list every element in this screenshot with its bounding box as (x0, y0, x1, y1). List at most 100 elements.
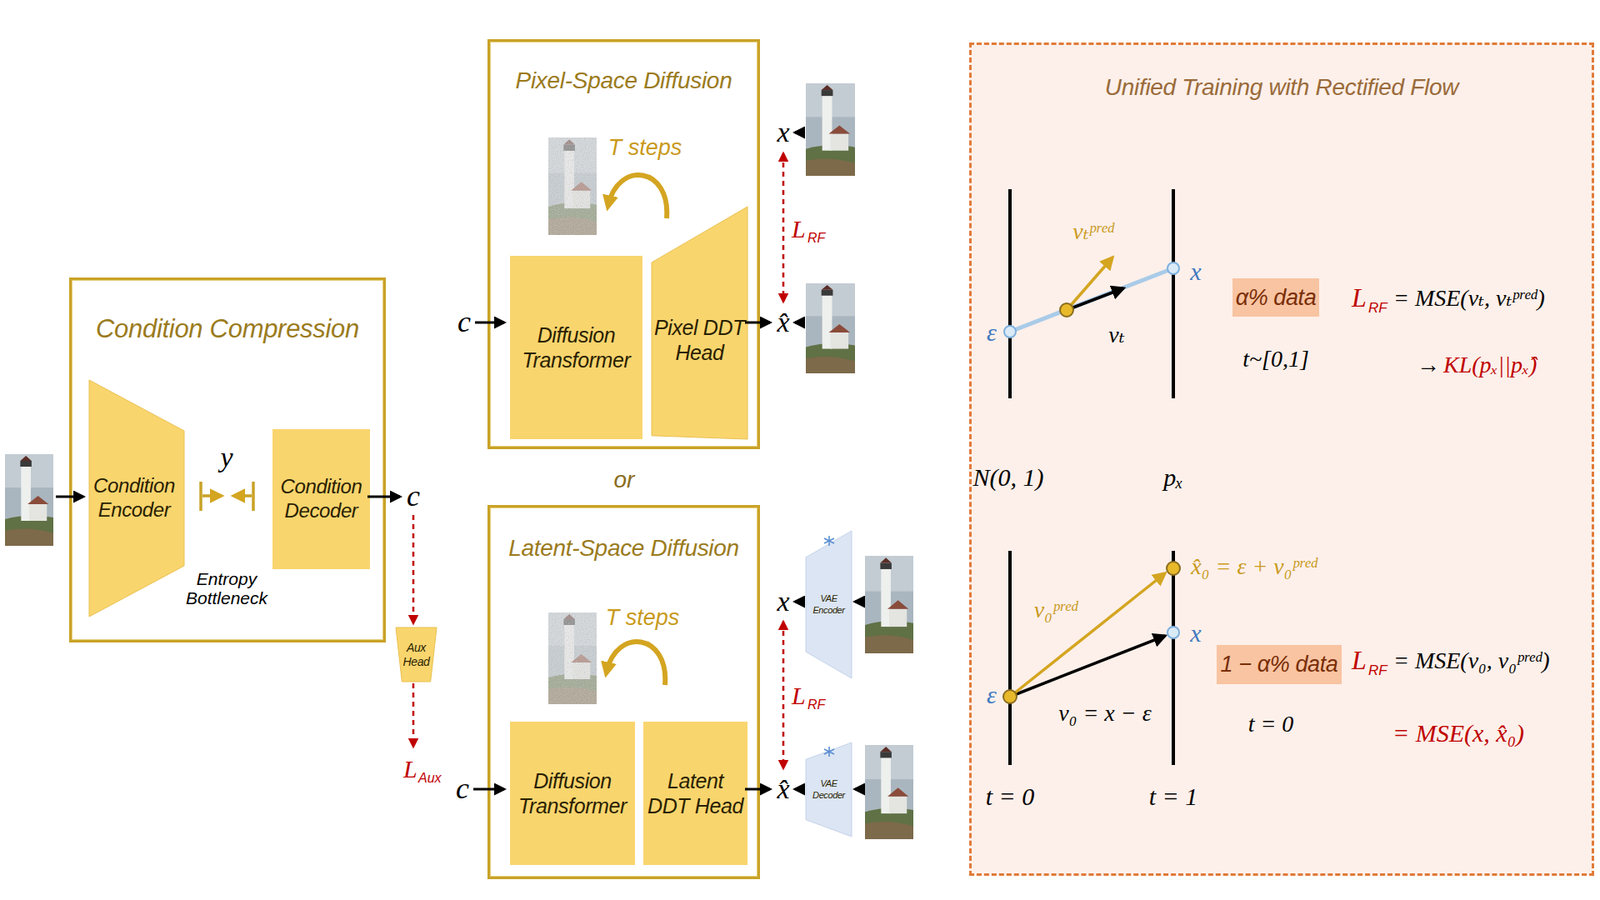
text-label: RF (1368, 663, 1388, 680)
shape-fill (805, 530, 852, 679)
math-label: N(0, 1) (973, 463, 1045, 491)
shape-fill (651, 206, 748, 440)
math-label: t~[0,1] (1242, 346, 1310, 373)
process-box: Condition Decoder (272, 429, 370, 570)
flow-diagram-bottom (1003, 550, 1180, 765)
math-label: x (776, 585, 790, 617)
math-label: x̂ (776, 306, 790, 338)
target-image (805, 83, 855, 176)
frame-box: Latent-Space DiffusionDiffusion Transfor… (487, 505, 760, 880)
condition-output-arrow (367, 495, 400, 499)
highlight-box: α% data (1232, 278, 1320, 317)
math-label: ε (986, 680, 997, 709)
box-label: 1 − α% data (1219, 650, 1340, 678)
text-label: T steps (608, 135, 683, 161)
math-label: x (1190, 257, 1201, 285)
math-label: = MSE(v₀, v₀ᵖʳᵉᵈ) (1393, 648, 1550, 675)
math-label: = MSE(x, x̂₀) (1392, 719, 1525, 747)
noisy-image (548, 137, 597, 235)
math-label: L (791, 681, 806, 710)
box-label: Diffusion Transformer (510, 768, 635, 819)
input-image (5, 454, 54, 546)
entropy-bottleneck-symbol (200, 481, 254, 511)
aux-loss-dashed-arrow (412, 683, 415, 747)
condition-input-arrow (473, 788, 505, 791)
highlight-box: 1 − α% data (1216, 645, 1342, 685)
math-label: L (1351, 645, 1367, 675)
math-label: c (455, 772, 470, 806)
math-label: pₓ (1163, 463, 1184, 491)
text-label: RF (807, 697, 825, 713)
text-label: RF (1368, 300, 1388, 317)
math-label: vₜᵖʳᵉᵈ (1072, 219, 1115, 245)
math-label: = MSE(vₜ, vₜᵖʳᵉᵈ) (1393, 285, 1545, 312)
head-trapezoid: Pixel DDT Head (651, 206, 748, 440)
math-label: KL(pₓ||pₓ̂) (1443, 352, 1537, 379)
reconstructed-image (865, 745, 914, 840)
panel-box: Unified Training with Rectified Flow α% d… (969, 42, 1595, 876)
box-label: Condition Decoder (272, 475, 370, 524)
math-label: t = 0 (985, 782, 1035, 810)
text-label: RF (807, 230, 825, 246)
image-arrow (795, 321, 805, 325)
math-label: v₀ = x − ε (1058, 700, 1151, 727)
box-label: α% data (1234, 284, 1319, 311)
input-arrow (55, 495, 84, 499)
box-label: Condition Encoder (89, 474, 185, 523)
math-label: L (403, 755, 418, 783)
math-label: c (406, 480, 420, 514)
reconstructed-image (805, 283, 855, 374)
math-label: c (457, 305, 471, 340)
output-arrow (745, 788, 770, 791)
frozen-icon (824, 535, 835, 757)
loss-dashed-arrow (782, 621, 785, 769)
math-label: ε (986, 318, 997, 346)
condition-input-arrow (475, 321, 505, 325)
box-label: Diffusion Transformer (510, 322, 643, 373)
aux-dashed-arrow (412, 515, 415, 624)
process-box: Latent DDT Head (643, 721, 748, 865)
math-label: x̂₀ = ε + v₀ᵖʳᵉᵈ (1190, 554, 1317, 580)
flow-diagram-top (1004, 189, 1180, 399)
math-label: L (791, 215, 806, 243)
math-label: L (1351, 283, 1367, 313)
frame-title: Unified Training with Rectified Flow (971, 73, 1592, 102)
math-label: y (220, 441, 233, 473)
process-box: Diffusion Transformer (510, 255, 643, 440)
math-label: vₜ (1108, 322, 1125, 349)
shape-fill (805, 742, 852, 837)
math-label: x (1190, 619, 1201, 647)
text-label: T steps (605, 605, 680, 631)
math-label: t = 0 (1248, 711, 1295, 738)
output-arrow (745, 321, 770, 325)
box-label: Aux Head (395, 640, 437, 670)
image-arrow (855, 600, 864, 604)
math-label: x̂ (776, 773, 790, 805)
aux-head-trapezoid: Aux Head (395, 627, 437, 682)
loop-arrow (606, 641, 665, 685)
loss-dashed-arrow (782, 153, 785, 302)
box-label: Latent DDT Head (643, 768, 748, 819)
text-label: Aux (418, 770, 442, 786)
frame-title: Condition Compression (71, 313, 384, 345)
frame-box: Pixel-Space DiffusionDiffusion Transform… (487, 39, 760, 450)
box-label: Pixel DDT Head (651, 315, 748, 365)
text-label: or (614, 467, 635, 494)
image-arrow (855, 788, 864, 791)
box-label: VAE Decoder (805, 778, 852, 800)
encoder-trapezoid: Condition Encoder (89, 380, 185, 617)
math-label: x (776, 116, 790, 148)
process-box: Diffusion Transformer (510, 721, 635, 865)
frame-title: Latent-Space Diffusion (490, 534, 758, 563)
frame-title: Pixel-Space Diffusion (490, 66, 758, 95)
vae-arrow (795, 788, 805, 791)
math-label: v₀ᵖʳᵉᵈ (1034, 597, 1078, 624)
vae-arrow (795, 600, 805, 604)
math-label: → (1416, 352, 1440, 379)
noisy-image (548, 612, 597, 705)
math-label: t = 1 (1149, 782, 1199, 810)
box-label: VAE Encoder (805, 593, 852, 615)
shape-fill (395, 627, 437, 682)
